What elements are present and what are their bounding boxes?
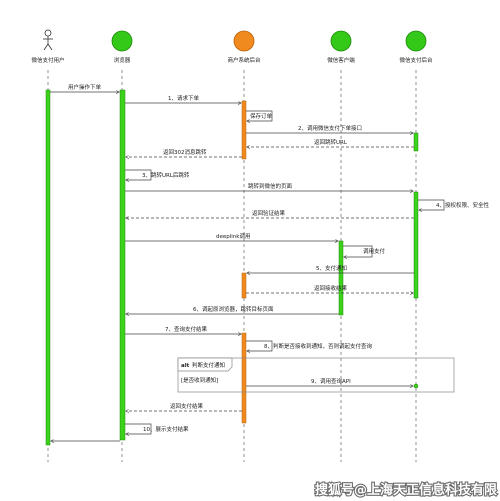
activation-merchant-2 [241,272,247,299]
watermark: 搜狐号@上海天正信息科技有限 [315,482,498,498]
lifeline-end-dot [413,383,419,389]
msg-label-14: 6、调起原浏览器，跳转目标页面 [193,305,274,313]
msg-label-4: 返回跳转URL [314,138,348,146]
msg-label-18: 返回支付结果 [170,402,204,410]
msg-label-8: 4、授权权限、安全性 [436,201,489,209]
activation-pay-1 [413,132,419,152]
msg-arrow-11 [343,245,373,257]
msg-label-17: 9、调用查询API [311,377,351,385]
msg-label-0: 用户操作下单 [68,83,102,91]
participant-label-client: 微信客户端 [327,56,355,64]
participant-browser-circle [111,30,133,52]
activation-user [45,89,51,446]
msg-label-10: deeplink调用 [216,232,250,240]
participant-pay-circle [405,30,427,52]
activation-merchant-1 [241,100,247,160]
msg-label-16: 8、判断是否接收到通知，否则调起支付查询 [264,342,373,350]
msg-label-6: 3、跳转URL后跳转 [142,171,190,179]
msg-label-7: 跳转到微信的页面 [248,182,293,190]
msg-arrow-19 [125,423,152,434]
activation-browser [119,89,126,441]
msg-label-2: 保存订单 [250,112,273,120]
msg-arrow-6 [125,169,152,180]
msg-label-19: 10、展示支付结果 [143,425,189,433]
msg-arrow-8 [418,199,445,210]
msg-label-5: 返回302消息跳转 [163,148,207,156]
alt-title: 判断支付通知 [192,361,225,369]
msg-arrow-2 [246,110,273,121]
alt-condition: [是否收到通知] [181,376,218,384]
alt-tag: alt [181,363,190,369]
participant-client-circle [330,30,352,52]
msg-arrow-16 [246,340,273,351]
msg-label-13: 返回接收结果 [314,284,348,292]
activation-merchant-3 [241,332,247,424]
msg-label-11: 调用支付 [363,247,386,255]
msg-label-1: 1、请求下单 [168,94,199,102]
participant-label-browser: 浏览器 [114,56,131,64]
participant-label-merchant: 商户系统后台 [227,56,261,64]
participant-label-pay: 微信支付后台 [399,56,433,64]
msg-label-12: 5、支付通知 [316,264,347,272]
msg-label-15: 7、查询支付结果 [165,325,207,333]
participant-label-user: 微信支付用户 [31,56,64,64]
actor-user-icon [43,29,53,51]
msg-label-9: 返回验证结果 [252,209,286,217]
participant-merchant-circle [233,30,255,52]
activation-pay-2 [413,191,419,299]
activation-client [338,240,344,316]
msg-label-3: 2、调用微信支付下单接口 [298,124,362,132]
alt-fragment: alt 判断支付通知 [是否收到通知] [177,357,455,393]
